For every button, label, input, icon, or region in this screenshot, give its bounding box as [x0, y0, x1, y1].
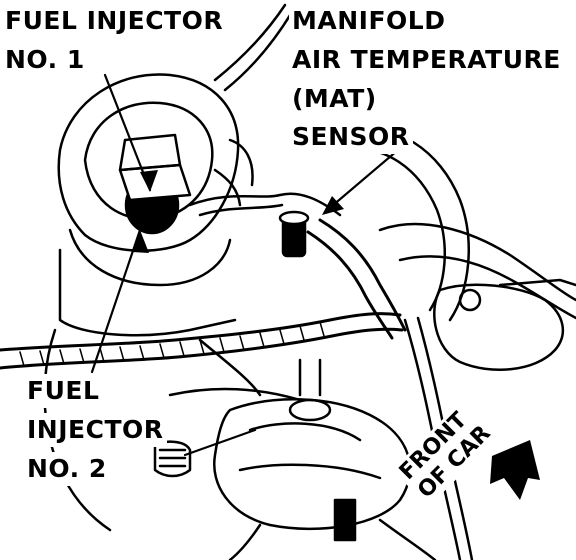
fuel-injector-1-label-line1: FUEL INJECTOR [2, 4, 227, 38]
throttle-body-lower-flange [68, 228, 232, 287]
lower-throttle-assembly [213, 398, 412, 531]
leader-injector-2-lower [183, 428, 257, 457]
throttle-body-outline [57, 73, 240, 252]
throttle-body-base [58, 248, 237, 337]
front-of-car-arrow [490, 440, 540, 500]
leader-injector-2 [90, 228, 142, 374]
diagonal-wire-top [213, 3, 287, 82]
main-wire-harness [0, 312, 402, 352]
lower-sensor-plug [333, 498, 357, 542]
mat-sensor-label-line1: MANIFOLD [289, 4, 449, 38]
upper-wiring-harness [188, 192, 342, 217]
right-pulley [433, 283, 565, 371]
arrowhead-injector-1 [140, 170, 158, 192]
fuel-injector-2-label-line3: NO. 2 [24, 452, 110, 486]
arrowhead-mat-sensor [322, 196, 344, 215]
leader-injector-1 [103, 73, 152, 192]
throttle-body-inner-ring [83, 101, 214, 221]
mat-sensor-label-line4: SENSOR [289, 120, 413, 154]
fuel-injector-2-label-line1: FUEL [24, 374, 103, 408]
right-wire-harness [318, 218, 407, 332]
mat-sensor-label-line3: (MAT) [289, 82, 380, 116]
fuel-injector-1-label-line2: NO. 1 [2, 43, 88, 77]
arrowhead-injector-2 [132, 230, 149, 253]
mat-sensor-label-line2: AIR TEMPERATURE [289, 43, 564, 77]
fuel-injector-2-label-line2: INJECTOR [24, 413, 167, 447]
